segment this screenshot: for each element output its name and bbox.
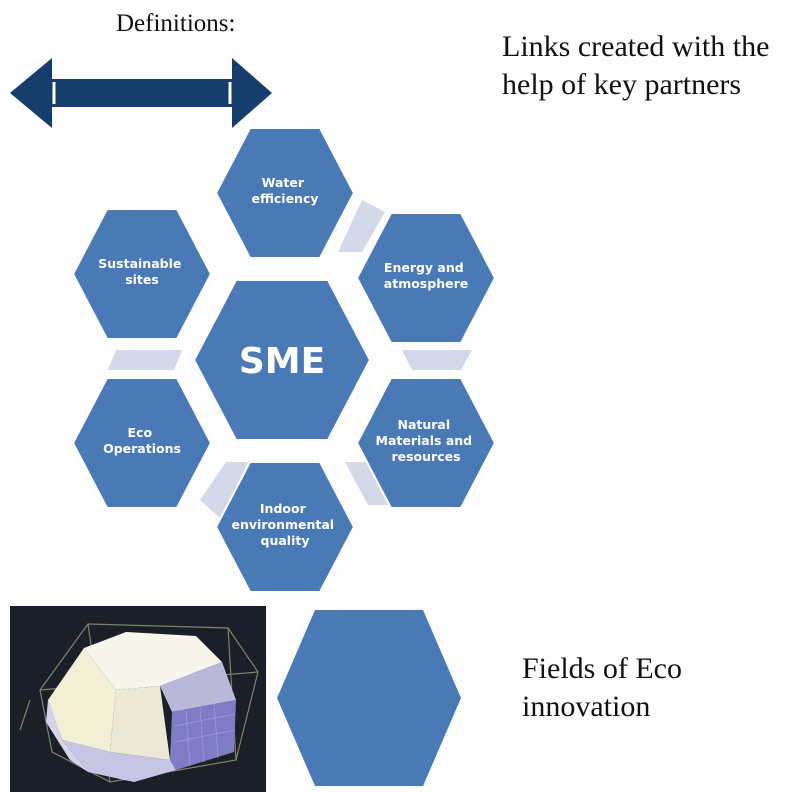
label-eco-operations: Eco Operations bbox=[103, 425, 181, 456]
label-indoor-quality: Indoor environmental quality bbox=[232, 501, 339, 548]
connector-eco-sustainable bbox=[108, 350, 182, 370]
hexagon-energy-atmosphere bbox=[355, 212, 497, 344]
double-arrow-icon bbox=[10, 58, 272, 128]
hexagon-indoor-quality bbox=[214, 461, 356, 593]
crystal-face-top bbox=[84, 632, 222, 690]
fields-caption: Fields of Eco innovation bbox=[522, 652, 682, 723]
connector-water-energy bbox=[338, 200, 385, 252]
connector-natural-indoor bbox=[345, 462, 392, 505]
connector-energy-natural bbox=[402, 350, 472, 370]
hexagons bbox=[71, 127, 497, 786]
hexagon-labels: Water efficiency Energy and atmosphere N… bbox=[98, 175, 477, 548]
double-arrow-shape bbox=[10, 58, 272, 128]
hexagon-natural-materials bbox=[355, 377, 497, 509]
definitions-label: Definitions: bbox=[116, 10, 236, 37]
crystal-face-right-top bbox=[160, 662, 236, 712]
crystal-face-bottom bbox=[62, 740, 176, 782]
crystal-image bbox=[10, 606, 266, 792]
crystal-face-lower-left bbox=[46, 700, 88, 772]
crystal-grid bbox=[173, 703, 236, 767]
crystal-face-left bbox=[48, 648, 116, 752]
hexagon-water-efficiency bbox=[214, 127, 356, 259]
hexagon-sme bbox=[192, 279, 372, 441]
label-water-efficiency: Water efficiency bbox=[251, 175, 318, 206]
legend-hexagon bbox=[277, 610, 461, 786]
label-energy-atmosphere: Energy and atmosphere bbox=[384, 260, 468, 291]
hexagon-eco-operations bbox=[71, 377, 213, 509]
label-natural-materials: Natural Materials and resources bbox=[376, 417, 477, 464]
hexagon-sustainable-sites bbox=[71, 208, 213, 340]
connectors bbox=[108, 200, 472, 520]
connector-indoor-eco bbox=[200, 462, 248, 520]
label-sustainable-sites: Sustainable sites bbox=[98, 256, 185, 287]
label-sme: SME bbox=[239, 341, 325, 382]
crystal-face-front bbox=[110, 686, 170, 760]
links-caption: Links created with the help of key partn… bbox=[502, 30, 770, 101]
